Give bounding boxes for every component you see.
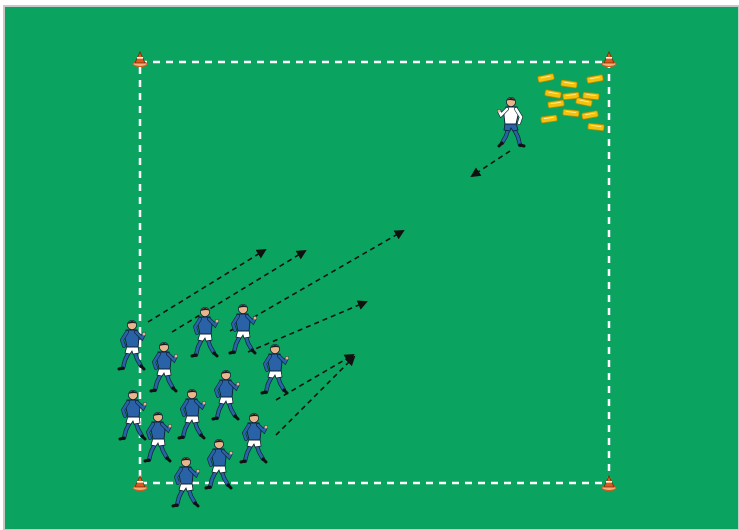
pitch-surface	[4, 6, 739, 530]
tackle-bag-icon	[563, 109, 580, 117]
tackle-bag-icon	[588, 123, 605, 131]
tackle-bag-icon	[583, 92, 600, 100]
